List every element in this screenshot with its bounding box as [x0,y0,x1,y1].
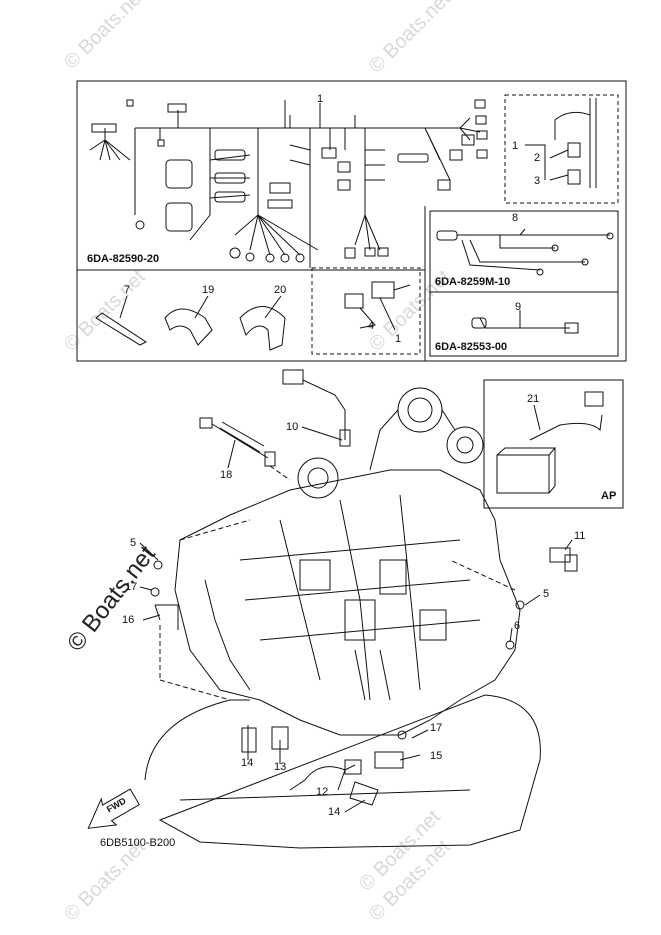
callout: 1 [395,333,402,345]
callout: 2 [534,152,541,164]
callout: 14 [241,757,254,769]
callout: 9 [515,301,522,313]
callout: 17 [430,722,443,734]
kit-code-lead: 6DA-82553-00 [435,341,508,353]
callout: 8 [512,212,519,224]
callout: 13 [274,761,287,773]
callout: 4 [368,320,375,332]
callout: 20 [274,284,287,296]
callout: 10 [286,421,299,433]
callout: 1 [512,140,519,152]
callout: 6 [514,620,521,632]
callout: 16 [122,614,135,626]
kit-frame [76,80,627,362]
kit-code-main: 6DA-82590-20 [87,253,160,265]
relay-group-box [504,94,619,204]
callout: 7 [124,284,131,296]
diagram-code: 6DB5100-B200 [100,837,176,849]
callout: 21 [527,393,540,405]
callout: 1 [317,93,324,105]
callout: 5 [130,537,137,549]
option-label: AP [601,490,617,502]
option-box [483,379,624,509]
callout: 14 [328,806,341,818]
callout: 18 [220,469,233,481]
kit-code-sub: 6DA-8259M-10 [435,276,511,288]
callout: 5 [543,588,550,600]
callout: 15 [430,750,443,762]
relay-box [311,267,421,355]
fwd-arrow-icon [87,788,140,829]
callout: 19 [202,284,215,296]
callout: 11 [574,530,586,542]
callout: 17 [125,581,138,593]
callout: 12 [316,786,329,798]
callout: 3 [534,175,541,187]
